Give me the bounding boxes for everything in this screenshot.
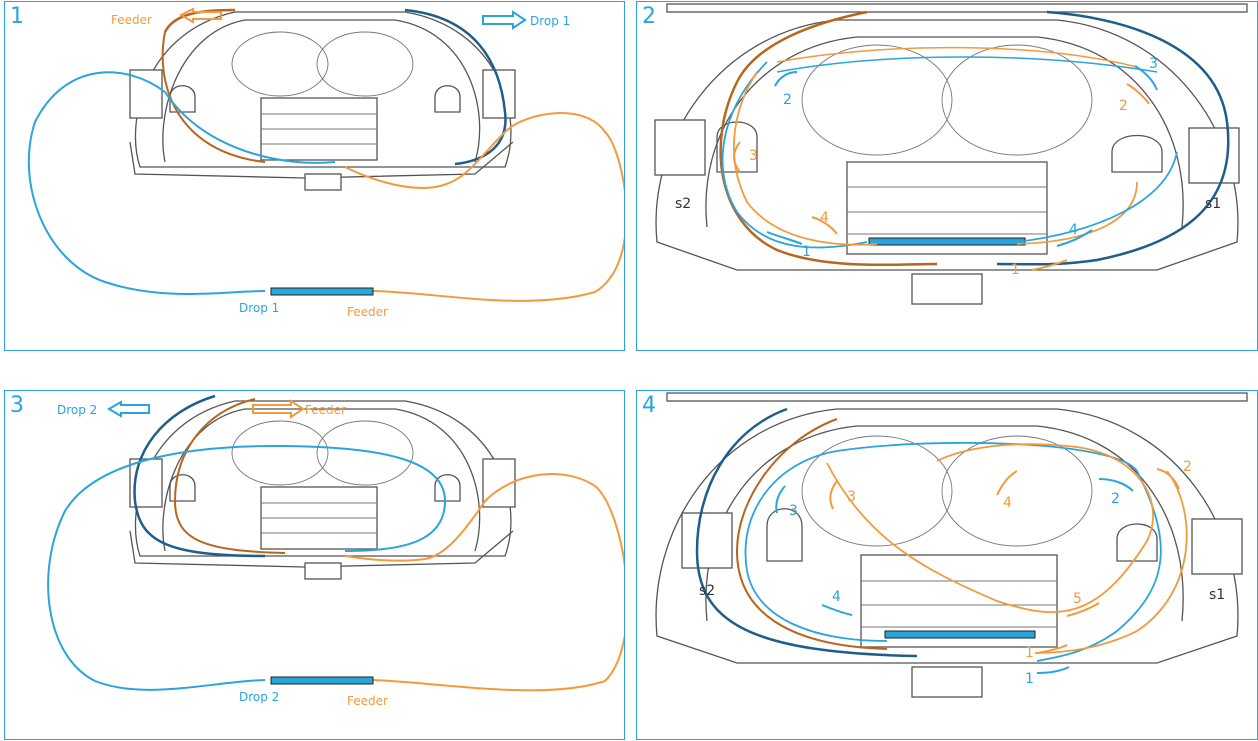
tray-side-label: s2	[675, 196, 691, 212]
panel-3: 3 Drop 2 Feeder Dr	[4, 390, 625, 740]
step-label: 3	[789, 503, 798, 519]
arrow-left-icon	[109, 402, 149, 416]
panel-1: 1 Feeder Dro	[4, 1, 625, 351]
feeder-label-top: Feeder	[305, 403, 346, 417]
step-label: 2	[1183, 459, 1192, 475]
step-label: 3	[847, 489, 856, 505]
tray-side-label: s1	[1209, 587, 1225, 603]
splice-tray	[656, 393, 1247, 697]
step-label: 4	[1069, 222, 1078, 238]
feeder-label-top: Feeder	[111, 13, 152, 27]
drop-label-bottom: Drop 2	[239, 690, 279, 704]
tray-side-label: s2	[699, 583, 715, 599]
step-label: 2	[1111, 491, 1120, 507]
step-label: 1	[1025, 671, 1034, 687]
step-label: 3	[749, 148, 758, 164]
arrow-right-icon	[483, 12, 525, 28]
panel-4-diagram: 3 3 4 2 2 4 5 1 1 s2 s1	[637, 391, 1258, 740]
step-label: 4	[1003, 495, 1012, 511]
drop-label-top: Drop 1	[530, 14, 570, 28]
splice-tray	[655, 4, 1247, 304]
step-label: 3	[1149, 56, 1158, 72]
step-label: 1	[802, 244, 811, 260]
feeder-label-bottom: Feeder	[347, 694, 388, 708]
panel-1-diagram: Feeder Drop 1 Drop 1 Feeder	[5, 2, 625, 351]
splice-protector	[271, 288, 373, 295]
panel-2-diagram: 2 3 4 1 4 1 2 3 s2 s1	[637, 2, 1258, 351]
step-label: 2	[783, 92, 792, 108]
drop-label-top: Drop 2	[57, 403, 97, 417]
step-label: 1	[1025, 645, 1034, 661]
step-label: 5	[1073, 591, 1082, 607]
tray-side-label: s1	[1205, 196, 1221, 212]
step-arrow	[1037, 667, 1069, 673]
step-label: 4	[832, 589, 841, 605]
panel-4: 4 3 3 4 2 2	[636, 390, 1258, 740]
step-label: 1	[1011, 262, 1020, 278]
feeder-label-bottom: Feeder	[347, 305, 388, 319]
drop-label-bottom: Drop 1	[239, 301, 279, 315]
step-label: 4	[820, 210, 829, 226]
splice-tray	[130, 401, 515, 579]
panel-3-diagram: Drop 2 Feeder Drop 2 Feeder	[5, 391, 625, 740]
panel-2: 2 2 3 4	[636, 1, 1258, 351]
step-label: 2	[1119, 98, 1128, 114]
